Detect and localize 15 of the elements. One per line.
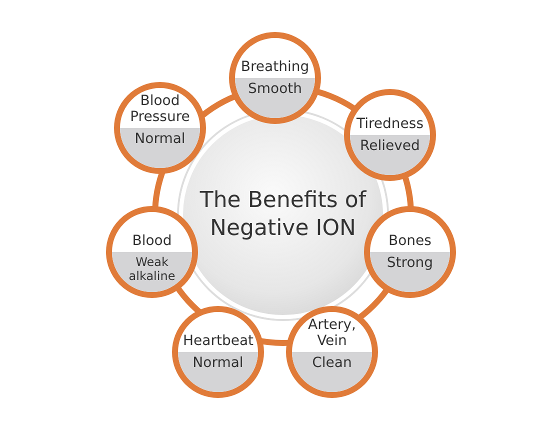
benefit-value: Strong: [386, 255, 434, 271]
benefit-value: Smooth: [248, 81, 302, 97]
benefit-value: Weak alkaline: [128, 255, 176, 283]
benefit-title: Artery, Vein: [307, 317, 357, 349]
benefit-value: Relieved: [360, 138, 420, 154]
benefit-value: Normal: [192, 355, 244, 371]
benefit-title: Blood: [132, 233, 172, 249]
benefit-title: Blood Pressure: [129, 93, 191, 125]
benefit-value: Normal: [134, 131, 186, 147]
benefit-value: Clean: [312, 355, 352, 371]
center-title: The Benefits of Negative ION: [198, 187, 368, 243]
benefit-title: Breathing: [240, 59, 310, 75]
benefit-title: Bones: [388, 233, 432, 249]
benefit-title: Heartbeat: [183, 333, 253, 349]
benefit-title: Tiredness: [356, 116, 424, 132]
